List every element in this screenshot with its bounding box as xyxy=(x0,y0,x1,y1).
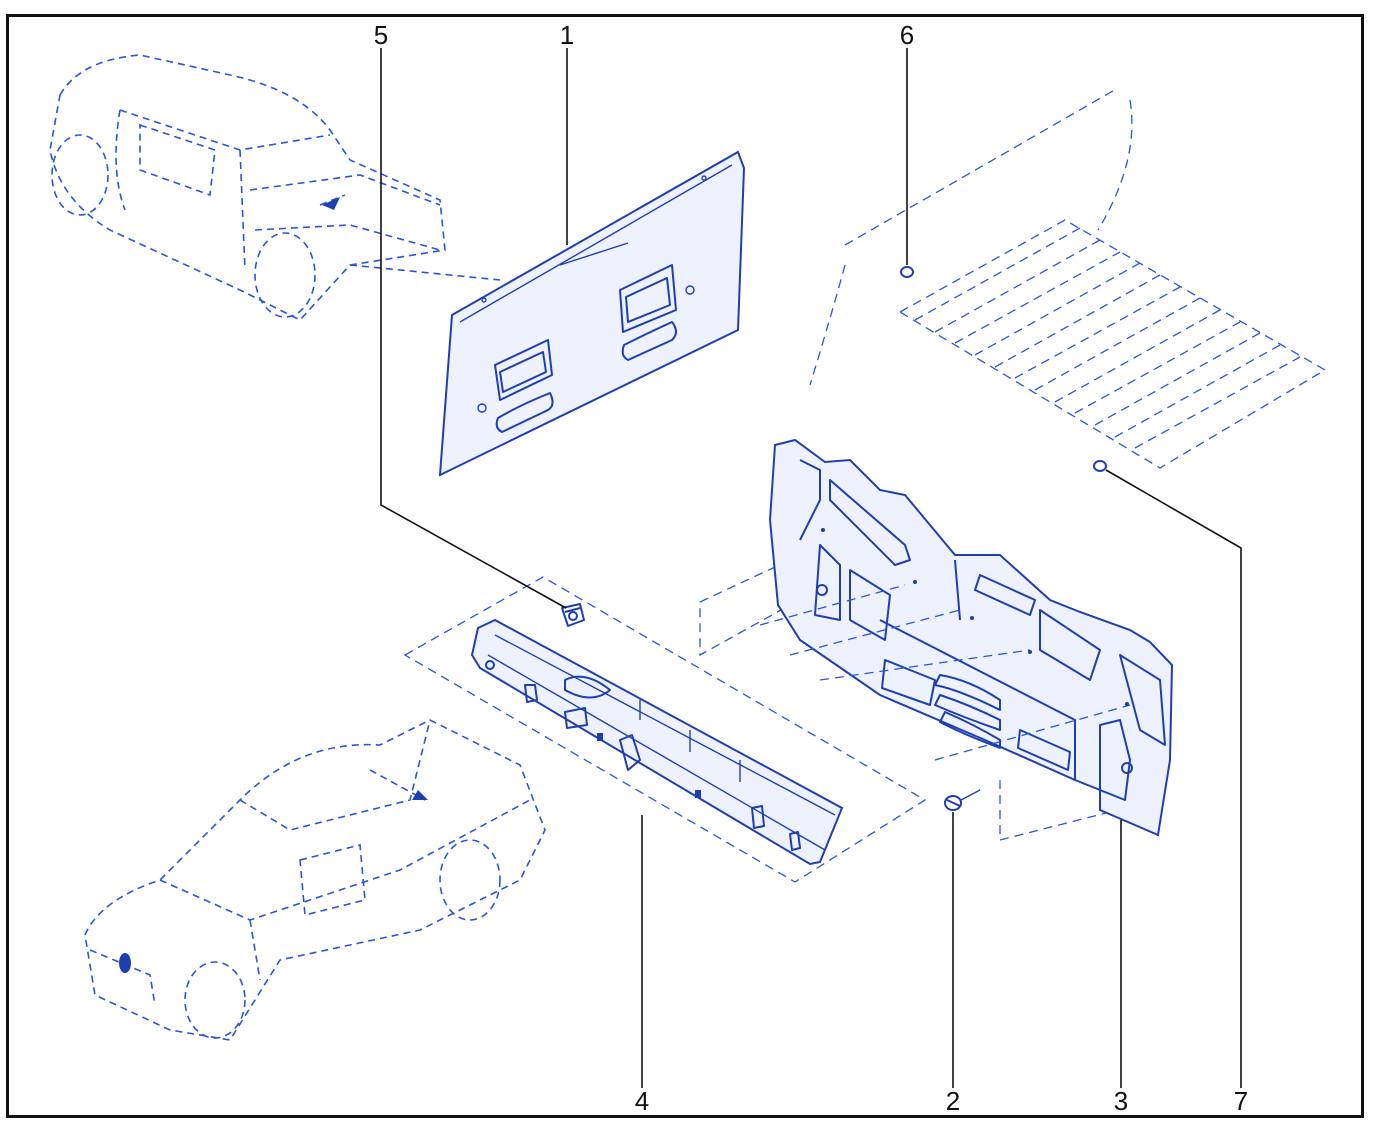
part-1-rear-panel xyxy=(438,150,746,477)
part-4-trim-strip xyxy=(403,576,927,883)
callout-4: 4 xyxy=(635,1086,649,1116)
part-3-seat-back-panel xyxy=(699,438,1174,841)
callout-2: 2 xyxy=(946,1086,960,1116)
vehicle-phantom-rear xyxy=(49,54,501,321)
part-5-clip xyxy=(561,603,585,627)
callout-5: 5 xyxy=(374,20,388,50)
callout-7: 7 xyxy=(1234,1086,1248,1116)
part-2-fastener xyxy=(944,789,981,811)
callout-3: 3 xyxy=(1114,1086,1128,1116)
diagram-frame xyxy=(6,14,1364,1118)
part-7-floor-mat xyxy=(809,87,1327,472)
callout-6: 6 xyxy=(900,20,914,50)
vehicle-phantom-front xyxy=(84,719,546,1041)
leader-lines xyxy=(380,48,1242,1088)
callout-1: 1 xyxy=(560,20,574,50)
callout-labels: 5 1 6 4 2 3 7 xyxy=(374,20,1248,1116)
